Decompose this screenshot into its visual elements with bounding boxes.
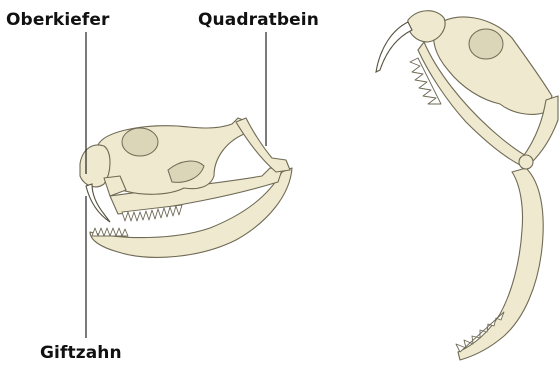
closed-jaw-skull (80, 118, 292, 257)
open-jaw-joint (519, 155, 533, 169)
open-lower-jaw (458, 168, 543, 360)
closed-quadrate (236, 118, 290, 172)
open-orbit (469, 29, 503, 59)
open-venom-fang (376, 22, 412, 72)
fang-label: Giftzahn (40, 343, 122, 363)
closed-lower-teeth (92, 228, 128, 236)
closed-orbit (122, 128, 158, 156)
maxilla-label: Oberkiefer (6, 10, 110, 30)
quadrate-label: Quadratbein (198, 10, 319, 30)
closed-venom-fang (86, 184, 110, 222)
open-jaw-skull (376, 11, 558, 360)
